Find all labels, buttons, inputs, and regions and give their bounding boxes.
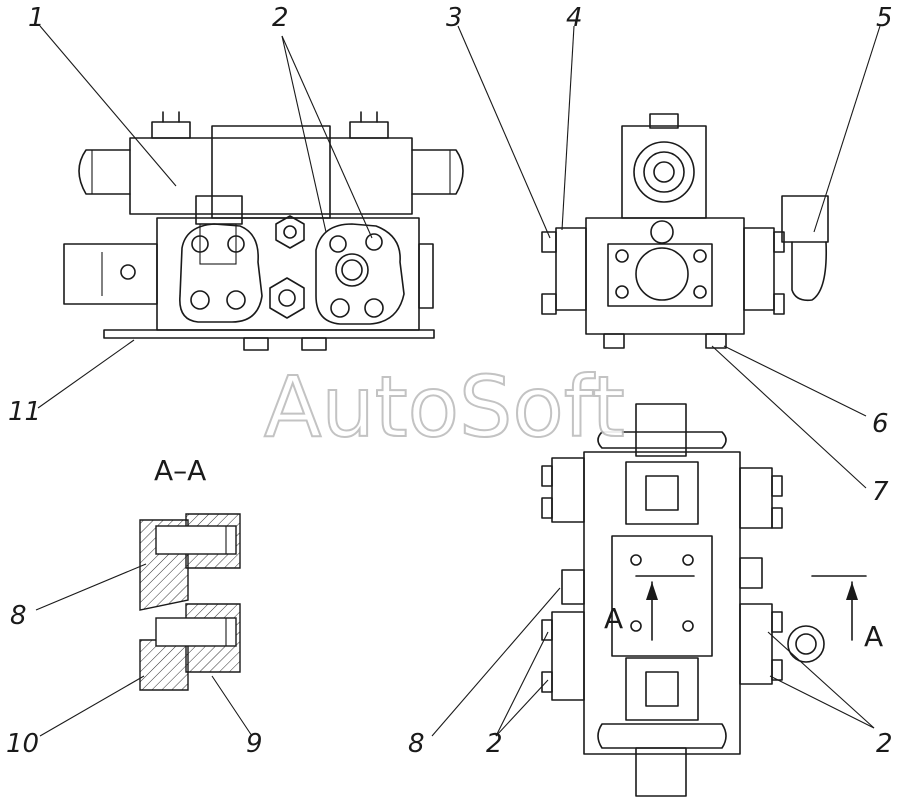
side-view [541,113,829,349]
callout-2-top: 2 [272,3,289,33]
section-a-a-view [139,513,241,691]
callout-5: 5 [876,3,893,33]
watermark-text: AutoSoft [264,358,625,456]
callout-7: 7 [872,477,889,507]
callout-2-bottom-right: 2 [876,729,893,759]
section-marker-right: A [864,620,883,653]
leader-lines [35,25,881,737]
callout-1: 1 [28,3,45,33]
front-view [63,111,464,351]
callout-8-section: 8 [10,601,27,631]
callout-10: 10 [6,729,39,759]
callout-8-plan: 8 [408,729,425,759]
callout-9: 9 [246,729,263,759]
callout-6: 6 [872,409,889,439]
callout-labels: 1 2 3 4 5 6 7 8 8 9 10 11 2 2 [6,3,893,759]
section-marker-left: A [604,602,623,635]
section-title: A–A [154,454,206,487]
callout-11: 11 [8,397,41,427]
callout-3: 3 [446,3,463,33]
plan-view [541,403,867,797]
callout-4: 4 [566,3,583,33]
callout-2-bottom-left: 2 [486,729,503,759]
